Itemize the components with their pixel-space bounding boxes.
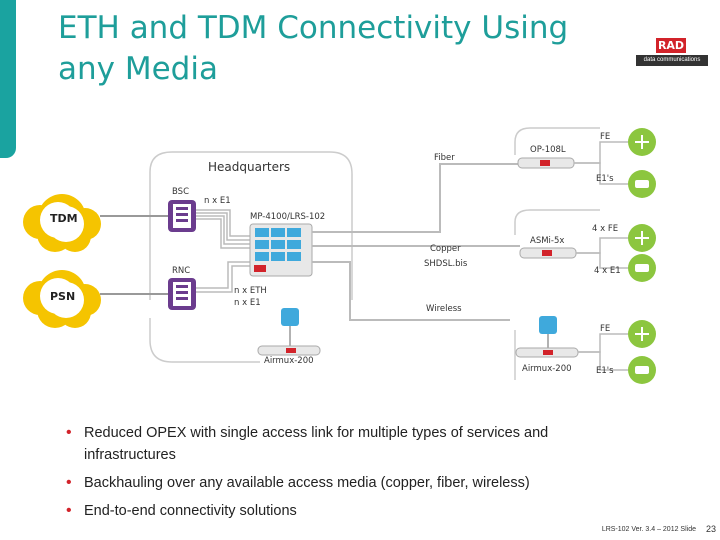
- slide-title: ETH and TDM Connectivity Using any Media: [58, 8, 598, 90]
- shdsl-label: SHDSL.bis: [424, 259, 468, 269]
- asmi5x-device: [519, 247, 577, 259]
- headquarters-label: Headquarters: [208, 160, 291, 174]
- rnc-device: [168, 278, 196, 310]
- airmux-right-device: [515, 316, 579, 358]
- bullet-list: Reduced OPEX with single access link for…: [64, 422, 624, 528]
- mp4100-chassis: [249, 223, 313, 277]
- headquarters-box: [149, 151, 353, 300]
- psn-cloud: [23, 270, 101, 328]
- fe-label-1: FE: [600, 132, 611, 142]
- router-icon-1: [628, 128, 656, 156]
- rnc-label: RNC: [172, 266, 191, 276]
- n-x-e1-eth-label: n x E1: [234, 298, 261, 308]
- wireless-label: Wireless: [426, 304, 462, 314]
- bullet-item: End-to-end connectivity solutions: [64, 500, 624, 522]
- e1-bundle: [196, 209, 250, 249]
- title-line-1: ETH and TDM Connectivity Using: [58, 10, 569, 46]
- bullet-item: Reduced OPEX with single access link for…: [64, 422, 624, 466]
- fe-label-2: FE: [600, 324, 611, 334]
- phone-icon-2: [628, 254, 656, 282]
- network-diagram: [23, 127, 656, 384]
- page-number: 23: [705, 524, 716, 534]
- n-x-e1-label: n x E1: [204, 196, 231, 206]
- tdm-label: TDM: [50, 212, 78, 225]
- tdm-cloud: [23, 194, 101, 252]
- headquarters-box-bottom: [149, 339, 260, 363]
- router-icon-2: [628, 224, 656, 252]
- bullet-item: Backhauling over any available access me…: [64, 472, 624, 494]
- copper-label: Copper: [430, 244, 461, 254]
- bsc-device: [168, 200, 196, 232]
- fiber-label: Fiber: [434, 153, 455, 163]
- bsc-label: BSC: [172, 187, 190, 197]
- remote-box-middle: [514, 209, 600, 235]
- router-icon-3: [628, 320, 656, 348]
- title-line-2: any Media: [58, 51, 218, 87]
- uplink-lines: [312, 163, 520, 321]
- phone-icon-1: [628, 170, 656, 198]
- slide-footer: LRS-102 Ver. 3.4 – 2012 Slide: [601, 526, 696, 533]
- airmux-right-label: Airmux-200: [522, 364, 572, 374]
- e1s-label-2: E1's: [596, 366, 614, 376]
- 4xfe-label: 4 x FE: [592, 224, 619, 234]
- op108l-device: [517, 157, 575, 169]
- op108l-label: OP-108L: [530, 145, 566, 155]
- n-x-eth-label: n x ETH: [234, 286, 267, 296]
- remote-box-top: [514, 127, 600, 155]
- phone-icon-3: [628, 356, 656, 384]
- airmux-left-device: [257, 308, 321, 356]
- mp-lrs-label: MP-4100/LRS-102: [250, 212, 326, 222]
- eth-bundle: [196, 261, 250, 293]
- rad-logo: RAD data communications: [636, 38, 708, 68]
- rad-logo-mark: RAD: [656, 38, 686, 53]
- e1s-label-1: E1's: [596, 174, 614, 184]
- 4xe1-label: 4 x E1: [594, 266, 621, 276]
- asmi5x-label: ASMi-5x: [530, 236, 565, 246]
- psn-label: PSN: [50, 290, 76, 303]
- rad-logo-subtext: data communications: [636, 55, 708, 66]
- side-accent-bar: [0, 0, 16, 158]
- airmux-left-label: Airmux-200: [264, 356, 314, 366]
- endpoint-links: [574, 141, 628, 371]
